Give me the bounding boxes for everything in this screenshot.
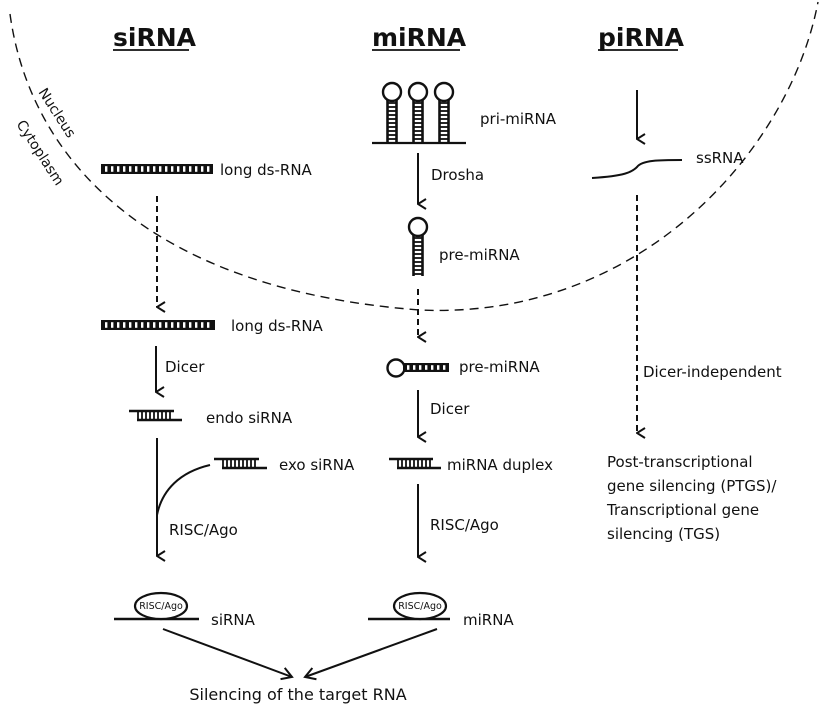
long-dsrna-label-nucleus: long ds-RNA [220, 161, 313, 179]
pirna-outcome-line: Transcriptional gene [606, 501, 759, 519]
dicer-label-mirna: Dicer [430, 400, 470, 418]
pre-mirna-label-cytoplasm: pre-miRNA [459, 358, 540, 376]
ssrna-strand-glyph [591, 159, 683, 179]
dicer-label-sirna: Dicer [165, 358, 205, 376]
pre-mirna-glyph-nucleus [407, 216, 429, 276]
pirna-outcome-line: silencing (TGS) [607, 525, 720, 543]
final-outcome-label: Silencing of the target RNA [189, 685, 406, 704]
exo-sirna-merge-curve [156, 464, 211, 516]
mirna-to-silencing-arrow [303, 628, 438, 681]
drosha-label: Drosha [431, 166, 484, 184]
long-dsrna-glyph-nucleus [101, 164, 213, 174]
endo-sirna-label: endo siRNA [206, 409, 293, 427]
risc-ago-complex-mirna [392, 591, 448, 621]
pre-mirna-glyph-cytoplasm [386, 358, 449, 378]
pirna-outcome-line: Post-transcriptional [607, 453, 753, 471]
mirna-header: miRNA [372, 23, 467, 52]
endo-sirna-glyph [129, 409, 182, 422]
risc-label-sirna: RISC/Ago [169, 521, 238, 539]
risc-label-mirna: RISC/Ago [430, 516, 499, 534]
pre-mirna-label-nucleus: pre-miRNA [439, 246, 520, 264]
dicer-independent-label: Dicer-independent [643, 363, 782, 381]
exo-sirna-glyph [214, 457, 267, 470]
sirna-header: siRNA [113, 23, 197, 52]
mirna-duplex-glyph [389, 457, 441, 470]
pirna-outcome-text: Post-transcriptional gene silencing (PTG… [606, 453, 777, 543]
pri-mirna-label: pri-miRNA [480, 110, 557, 128]
long-dsrna-label-cytoplasm: long ds-RNA [231, 317, 324, 335]
exo-sirna-label: exo siRNA [279, 456, 355, 474]
mirna-duplex-label: miRNA duplex [447, 456, 553, 474]
long-dsrna-glyph-cytoplasm [101, 320, 215, 330]
mirna-product-label: miRNA [463, 611, 514, 629]
risc-ago-complex-label-sirna: RISC/Ago [139, 601, 183, 612]
nuclear-membrane [9, 1, 819, 312]
sirna-product-label: siRNA [211, 611, 256, 629]
sirna-to-silencing-arrow [162, 628, 294, 681]
nucleus-label: Nucleus [35, 85, 79, 140]
pirna-header: piRNA [598, 23, 685, 52]
ssrna-label: ssRNA [696, 149, 744, 167]
risc-ago-complex-label-mirna: RISC/Ago [398, 601, 442, 612]
pri-mirna-glyph [372, 81, 466, 145]
risc-ago-complex-sirna [133, 591, 189, 621]
pirna-outcome-line: gene silencing (PTGS)/ [607, 477, 777, 495]
